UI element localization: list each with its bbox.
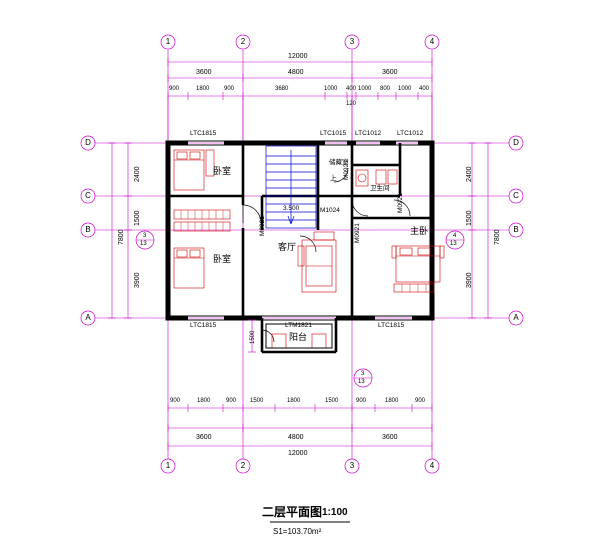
dim-bottom-fine-3: 900	[226, 398, 237, 404]
dim-balcony: 1500	[250, 330, 256, 344]
axis-label-bottom-4: 4	[429, 461, 435, 470]
dim-bottom-fine-1: 900	[170, 398, 181, 404]
dim-bottom-fine-8: 1800	[385, 398, 399, 404]
axis-label-bottom-3: 3	[349, 461, 355, 470]
dim-top-fine-4: 3680	[275, 86, 289, 92]
dim-top-small-note: 120	[346, 101, 357, 107]
door-tag-m0921-master: M0921	[397, 193, 404, 213]
dim-bottom-overall: 12000	[288, 450, 308, 457]
door-tag-m0921-hall: M0921	[354, 223, 361, 243]
window-tag-ltc1815-bottom-right: LTC1815	[378, 322, 405, 329]
dim-bottom-fine-2: 1800	[197, 398, 211, 404]
door-tag-m0921-left: M0921	[259, 216, 266, 236]
level-mark: 3.500	[283, 205, 300, 212]
drawing-area-note: S1=103.70m²	[273, 527, 322, 536]
room-label-balcony: 阳台	[289, 332, 308, 342]
axis-label-right-c: C	[513, 191, 519, 200]
dim-right-seg-2: 1500	[466, 210, 473, 226]
door-tag-ltm1821: LTM1821	[285, 322, 312, 329]
dim-top-fine-2: 1800	[196, 86, 210, 92]
axis-label-left-a: A	[85, 313, 91, 322]
dim-bottom-fine-7: 900	[356, 398, 367, 404]
room-label-bedroom-top: 卧室	[213, 166, 232, 176]
stair-direction-label: 上	[330, 175, 337, 182]
room-label-bedroom-bottom: 卧室	[213, 254, 232, 264]
axis-label-bottom-1: 1	[165, 461, 171, 470]
detail-callout-left-bottom: 13	[140, 241, 147, 247]
detail-callout-bottom-bottom: 13	[358, 379, 365, 385]
dim-left-overall: 7800	[118, 229, 125, 245]
axis-label-right-a: A	[513, 313, 519, 322]
dim-top-fine-9: 1000	[398, 86, 412, 92]
detail-callout-right-top: 4	[453, 233, 457, 239]
dim-top-fine-6: 400	[346, 86, 357, 92]
dim-top-fine-10: 400	[419, 86, 430, 92]
drawing-scale: 1:100	[322, 507, 348, 518]
detail-callout-right-bottom: 13	[450, 241, 457, 247]
window-tag-ltc1012-top-mid: LTC1012	[355, 130, 382, 137]
dim-bottom-bay-3: 3600	[382, 434, 398, 441]
dim-bottom-fine-6: 1500	[325, 398, 339, 404]
room-label-storage: 储藏室	[329, 159, 349, 166]
axis-label-right-d: D	[513, 138, 519, 147]
room-label-living-room: 客厅	[278, 242, 297, 252]
room-label-bathroom: 卫生间	[370, 185, 390, 192]
dim-bottom-fine-9: 900	[415, 398, 426, 404]
axis-label-top-4: 4	[429, 37, 435, 46]
dim-left-seg-1: 2400	[134, 166, 141, 182]
dim-top-fine-1: 900	[169, 86, 180, 92]
window-tag-ltc1815-bottom-left: LTC1815	[190, 322, 217, 329]
axis-label-top-1: 1	[165, 37, 171, 46]
window-tag-ltc1015-top: LTC1015	[320, 130, 347, 137]
dim-bottom-bay-2: 4800	[288, 434, 304, 441]
dim-left-seg-2: 1500	[134, 210, 141, 226]
dim-bottom-fine-5: 1800	[287, 398, 301, 404]
dim-top-fine-7: 1000	[358, 86, 372, 92]
door-tag-m1024: M1024	[320, 207, 340, 214]
dim-top-overall: 12000	[288, 53, 308, 60]
dim-top-fine-3: 900	[224, 86, 235, 92]
window-tag-ltc1815-top-left: LTC1815	[190, 130, 217, 137]
axis-label-left-b: B	[85, 225, 91, 234]
detail-callout-bottom-top: 3	[361, 371, 365, 377]
dim-top-fine-8: 800	[380, 86, 391, 92]
axis-label-bottom-2: 2	[240, 461, 246, 470]
detail-callout-left-top: 3	[143, 233, 147, 239]
dim-bottom-fine-4: 1500	[250, 398, 264, 404]
room-label-master-bedroom: 主卧	[410, 226, 429, 236]
axis-label-top-3: 3	[349, 37, 355, 46]
dim-bottom-bay-1: 3600	[196, 434, 212, 441]
dim-right-overall: 7800	[494, 229, 501, 245]
axis-label-right-b: B	[513, 225, 519, 234]
dim-top-bay-3: 3600	[382, 69, 398, 76]
window-tag-ltc1012-top-right: LTC1012	[397, 130, 424, 137]
dim-top-bay-1: 3600	[196, 69, 212, 76]
axis-label-top-2: 2	[240, 37, 246, 46]
dim-top-bay-2: 4800	[288, 69, 304, 76]
dim-left-seg-3: 3900	[134, 272, 141, 288]
axis-label-left-d: D	[85, 138, 91, 147]
axis-label-left-c: C	[85, 191, 91, 200]
dim-right-seg-1: 2400	[466, 166, 473, 182]
dim-right-seg-3: 3900	[466, 272, 473, 288]
dim-top-fine-5: 1000	[324, 86, 338, 92]
drawing-title: 二层平面图	[262, 505, 323, 519]
